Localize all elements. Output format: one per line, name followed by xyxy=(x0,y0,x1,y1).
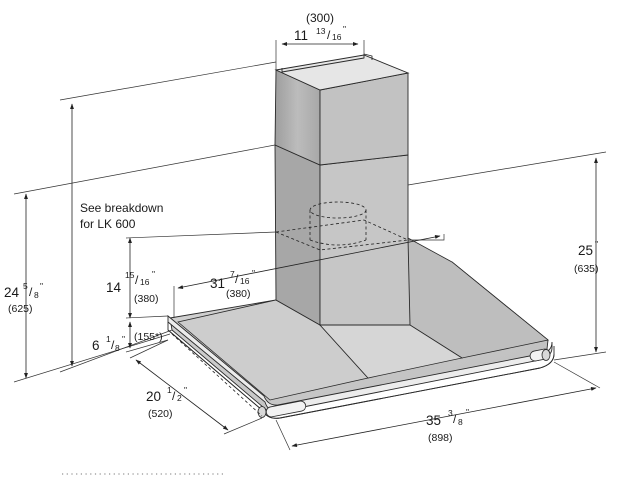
dim-top-width-metric: (300) xyxy=(306,11,334,25)
note-see-breakdown-line1: See breakdown xyxy=(80,201,163,215)
dim-canopy-height: 6 1 / 8 " (155*) xyxy=(92,331,163,353)
dim-width-unit: " xyxy=(466,407,469,417)
dim-canopy-height-num: 1 xyxy=(106,334,111,344)
dim-left-height-metric: (625) xyxy=(8,303,33,315)
dim-width-whole: 35 xyxy=(426,413,441,428)
dim-chimney-height-metric: (380) xyxy=(134,293,159,305)
dim-chimney-height-den: 16 xyxy=(140,277,150,287)
note-see-breakdown-line2: for LK 600 xyxy=(80,217,136,231)
dim-chimney-width-metric: (380) xyxy=(226,288,251,300)
control-panel-right xyxy=(529,348,551,362)
dim-right-height-whole: 25 xyxy=(578,243,593,258)
dim-depth-metric: (520) xyxy=(148,408,173,420)
dim-top-width-unit: " xyxy=(343,24,346,34)
dim-right-height-metric: (635) xyxy=(574,263,599,275)
svg-text:/: / xyxy=(235,272,239,286)
dim-top-width: 11 13 / 16 " xyxy=(294,24,346,43)
dim-chimney-width-whole: 31 xyxy=(210,276,225,291)
svg-text:/: / xyxy=(453,412,457,426)
hood-body xyxy=(167,53,555,419)
dim-top-width-whole: 11 xyxy=(294,28,308,43)
dim-depth-whole: 20 xyxy=(146,389,161,404)
svg-text:/: / xyxy=(327,28,331,42)
dim-left-height-unit: " xyxy=(40,281,43,291)
dim-chimney-height-num: 15 xyxy=(125,270,135,280)
dim-canopy-height-whole: 6 xyxy=(92,338,100,353)
dim-canopy-height-unit: " xyxy=(122,334,125,344)
dim-chimney-height-whole: 14 xyxy=(106,280,122,295)
dim-canopy-height-den: 8 xyxy=(115,343,120,353)
dim-right-height: 25 " (635) xyxy=(574,239,599,275)
dim-depth: 20 1 / 2 " (520) xyxy=(146,385,187,420)
dim-width-den: 8 xyxy=(458,417,463,427)
lower-chimney-front xyxy=(274,144,321,326)
dim-left-height-num: 5 xyxy=(23,281,28,291)
dim-chimney-width-unit: " xyxy=(252,268,255,278)
dim-top-width-num: 13 xyxy=(316,26,326,36)
dim-chimney-width-den: 16 xyxy=(240,276,250,286)
dim-width: 35 3 / 8 " (898) xyxy=(426,407,469,444)
dim-depth-unit: " xyxy=(184,385,187,395)
dim-chimney-height: 14 15 / 16 " (380) xyxy=(106,269,159,305)
dim-left-height-whole: 24 xyxy=(4,285,20,300)
dim-depth-num: 1 xyxy=(167,385,172,395)
svg-text:/: / xyxy=(29,285,33,299)
mounting-bracket xyxy=(281,53,373,73)
dimension-lines xyxy=(13,40,607,451)
dim-left-height-den: 8 xyxy=(34,290,39,300)
dim-canopy-height-metric: (155*) xyxy=(134,331,163,343)
svg-text:/: / xyxy=(135,273,139,287)
dim-width-metric: (898) xyxy=(428,432,453,444)
dim-depth-den: 2 xyxy=(177,393,182,403)
dim-chimney-width: 31 7 / 16 " (380) xyxy=(210,268,255,300)
dim-left-height: 24 5 / 8 " (625) xyxy=(4,281,43,315)
dim-chimney-height-unit: " xyxy=(152,269,155,279)
dim-width-num: 3 xyxy=(448,408,453,418)
dim-right-height-unit: " xyxy=(595,239,598,249)
svg-text:/: / xyxy=(111,338,115,352)
svg-text:/: / xyxy=(172,389,176,403)
dim-chimney-width-num: 7 xyxy=(230,269,235,279)
dim-top-width-den: 16 xyxy=(332,32,342,42)
upper-chimney-top xyxy=(274,54,410,91)
